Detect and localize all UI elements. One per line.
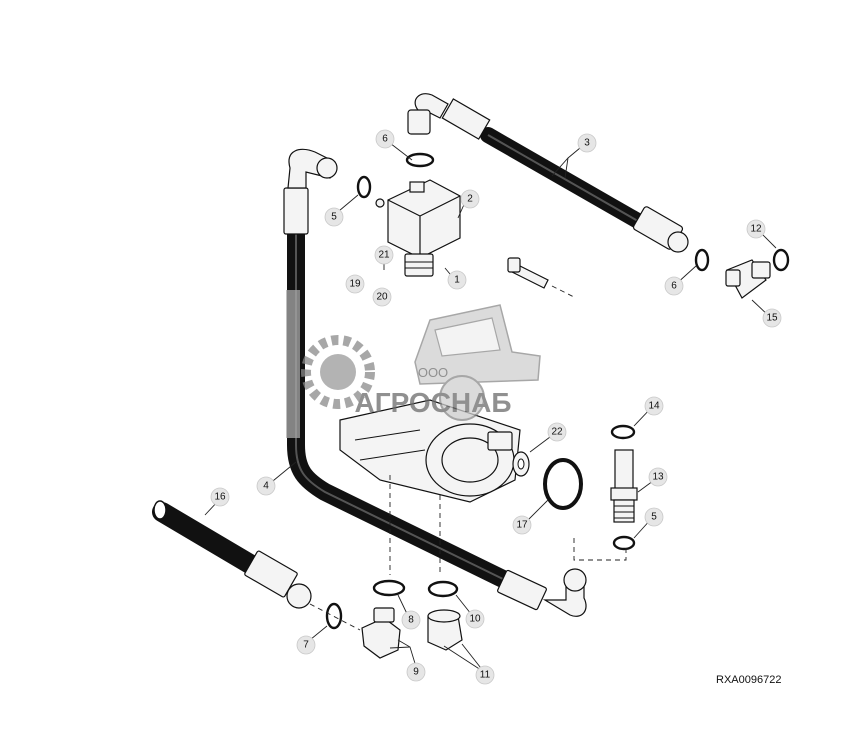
callout-6-right: 6 (664, 276, 684, 296)
callout-9: 9 (406, 662, 426, 682)
callout-21: 21 (374, 245, 394, 265)
svg-text:5: 5 (331, 212, 337, 223)
callout-5-top: 5 (324, 207, 344, 227)
hose-assembly-4 (283, 148, 587, 617)
callout-4: 4 (256, 476, 276, 496)
callout-14: 14 (644, 396, 664, 416)
o-ring-5-top (356, 175, 372, 199)
o-ring-8 (372, 579, 406, 597)
svg-text:10: 10 (469, 614, 481, 625)
callout-19: 19 (345, 274, 365, 294)
callout-17: 17 (512, 515, 532, 535)
svg-text:14: 14 (648, 401, 660, 412)
callout-20: 20 (372, 287, 392, 307)
svg-text:19: 19 (349, 279, 361, 290)
callout-12: 12 (746, 219, 766, 239)
svg-text:5: 5 (651, 512, 657, 523)
svg-text:9: 9 (413, 667, 419, 678)
callout-10: 10 (465, 609, 485, 629)
reference-code: RXA0096722 (716, 674, 781, 686)
elbow-fitting-15 (725, 259, 771, 299)
svg-text:12: 12 (750, 224, 762, 235)
svg-text:16: 16 (214, 492, 226, 503)
svg-text:20: 20 (376, 292, 388, 303)
o-ring-14 (610, 424, 636, 440)
svg-text:22: 22 (551, 427, 563, 438)
callout-22: 22 (547, 422, 567, 442)
svg-text:6: 6 (382, 134, 388, 145)
o-ring-6-top (405, 152, 435, 168)
o-ring-17 (543, 458, 583, 510)
watermark-line1: ООО (418, 365, 448, 380)
bolt (507, 257, 577, 299)
svg-text:6: 6 (671, 281, 677, 292)
callout-5-right: 5 (644, 507, 664, 527)
fitting-11 (427, 609, 463, 651)
svg-text:8: 8 (408, 615, 414, 626)
watermark-line2: АГРОСНАБ (355, 387, 512, 418)
svg-text:11: 11 (480, 670, 491, 681)
o-ring-12 (772, 248, 790, 272)
callout-11: 11 (475, 665, 495, 685)
o-ring-6-right (694, 248, 710, 272)
svg-text:3: 3 (584, 138, 590, 149)
svg-text:17: 17 (516, 520, 528, 531)
hydraulic-pump (339, 399, 521, 503)
svg-text:2: 2 (467, 194, 473, 205)
svg-text:15: 15 (766, 313, 778, 324)
svg-text:4: 4 (263, 481, 269, 492)
fitting-13 (610, 449, 638, 523)
callout-13: 13 (648, 467, 668, 487)
o-ring-7 (325, 602, 343, 630)
o-ring-5-right (612, 535, 636, 551)
callout-6-top: 6 (375, 129, 395, 149)
callout-8: 8 (401, 610, 421, 630)
svg-text:13: 13 (652, 472, 664, 483)
watermark-logo: ООО АГРОСНАБ (286, 290, 541, 438)
valve-block-2 (375, 179, 461, 277)
o-ring-10 (427, 580, 459, 598)
callout-1: 1 (447, 270, 467, 290)
svg-text:7: 7 (303, 640, 309, 651)
callout-2: 2 (460, 189, 480, 209)
hose-assembly-3 (407, 93, 689, 253)
callout-7: 7 (296, 635, 316, 655)
svg-text:21: 21 (378, 250, 390, 261)
svg-text:1: 1 (454, 275, 460, 286)
callout-3: 3 (577, 133, 597, 153)
elbow-fitting-9 (361, 607, 401, 659)
hose-assembly-16 (152, 500, 312, 609)
callout-16: 16 (210, 487, 230, 507)
callout-15: 15 (762, 308, 782, 328)
